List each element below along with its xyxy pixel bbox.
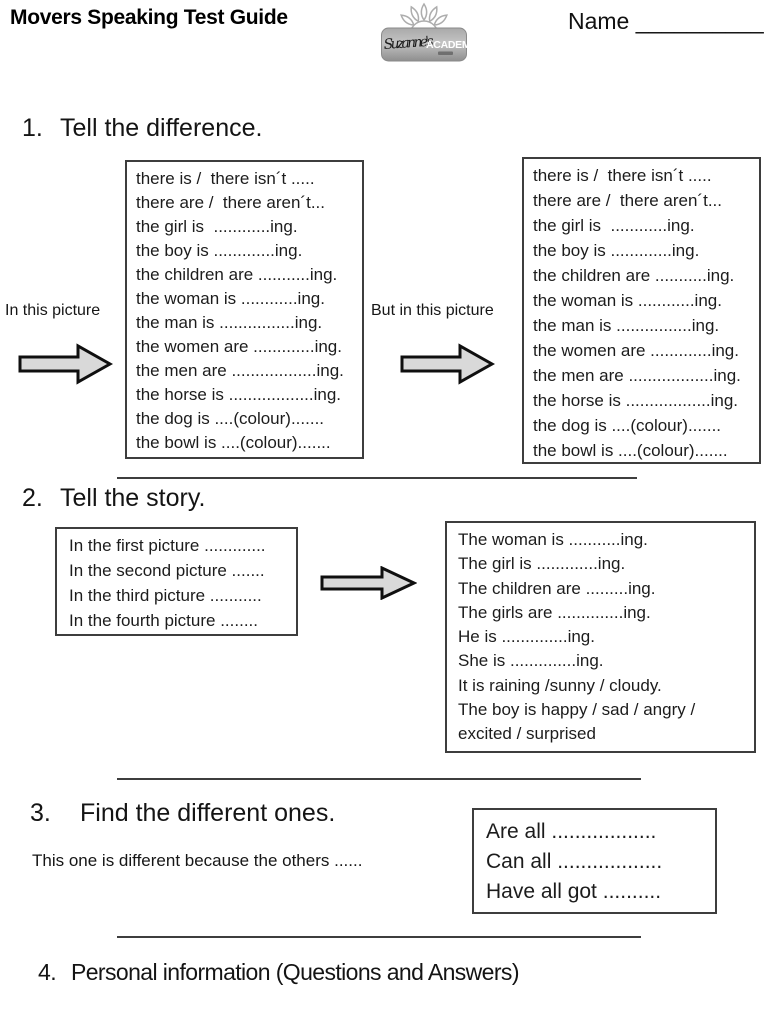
section1-left-box: there is / there isn´t ..... there are / … [125,160,364,459]
section3-heading: 3. Find the different ones. [30,799,335,828]
section2-number: 2. [22,484,43,512]
text-line: the girl is ............ing. [533,216,695,235]
name-blank-line: __________ [635,8,764,34]
text-line: there is / there isn´t ..... [533,166,712,185]
text-line: the girl is ............ing. [136,217,298,236]
text-line: In the fourth picture ........ [69,611,258,630]
arrow-right-icon [18,343,114,390]
section2-heading-text: Tell the story. [60,484,206,512]
text-line: the boy is .............ing. [533,241,700,260]
text-line: there are / there aren´t... [533,191,722,210]
text-line: He is ..............ing. [458,627,595,647]
text-line: the women are .............ing. [533,341,739,360]
text-line: the man is ................ing. [533,316,720,335]
text-line: the horse is ..................ing. [533,391,739,410]
logo-script-text: Suzanne's [383,34,434,53]
text-line: It is raining /sunny / cloudy. [458,675,662,695]
text-line: She is ..............ing. [458,651,604,671]
logo-academy-text: ACADEMY [426,39,468,51]
text-line: the horse is ..................ing. [136,385,342,404]
section3-heading-text: Find the different ones. [80,799,336,827]
arrow-right-icon [320,565,418,605]
text-line: the man is ................ing. [136,313,323,332]
text-line: In the third picture ........... [69,586,262,605]
right-picture-label: But in this picture [371,302,494,319]
text-line: the woman is ............ing. [533,291,722,310]
left-picture-label: In this picture [5,302,101,319]
text-line: the bowl is ....(colour)....... [533,441,728,460]
section2-heading: 2. Tell the story. [22,484,205,513]
text-line: the women are .............ing. [136,337,342,356]
logo-tagline-bar [438,51,453,55]
text-line: the dog is ....(colour)....... [533,416,722,435]
text-line: Are all .................. [486,820,657,843]
section1-heading: 1. Tell the difference. [22,114,262,143]
text-line: the dog is ....(colour)....... [136,409,325,428]
section2-right-box: The woman is ...........ing. The girl is … [445,521,756,753]
section-divider [117,778,641,780]
text-line: the bowl is ....(colour)....... [136,433,331,452]
text-line: The girls are ..............ing. [458,602,651,622]
section-divider [117,936,641,938]
text-line: The girl is .............ing. [458,554,626,574]
name-label: Name [568,8,630,34]
section1-heading-text: Tell the difference. [60,114,263,142]
text-line: Can all .................. [486,850,663,873]
text-line: there is / there isn´t ..... [136,169,315,188]
text-line: In the second picture ....... [69,561,265,580]
text-line: excited / surprised [458,724,596,744]
text-line: there are / there aren´t... [136,193,325,212]
text-line: The children are .........ing. [458,578,656,598]
section4-heading-text: Personal information (Questions and Answ… [71,959,519,985]
section3-prompt: This one is different because the others… [32,851,363,870]
text-line: In the first picture ............. [69,536,266,555]
section1-right-box: there is / there isn´t ..... there are / … [522,157,761,464]
text-line: the boy is .............ing. [136,241,303,260]
section3-number: 3. [30,799,51,827]
section4-number: 4. [38,959,57,985]
section3-box: Are all .................. Can all ......… [472,808,717,914]
section4-heading: 4. Personal information (Questions and An… [38,959,519,986]
page-title: Movers Speaking Test Guide [10,6,288,29]
text-line: The woman is ...........ing. [458,530,648,549]
text-line: The boy is happy / sad / angry / [458,700,696,720]
text-line: the children are ...........ing. [533,266,735,285]
name-field: Name __________ [568,8,764,35]
section1-number: 1. [22,114,43,142]
arrow-right-icon [400,343,496,390]
text-line: the children are ...........ing. [136,265,338,284]
text-line: Have all got .......... [486,880,662,903]
text-line: the men are ..................ing. [533,366,741,385]
section-divider [117,477,637,479]
academy-logo-icon: Suzanne's ACADEMY [380,1,478,68]
text-line: the men are ..................ing. [136,361,344,380]
text-line: the woman is ............ing. [136,289,325,308]
section2-left-box: In the first picture ............. In the… [55,527,298,636]
